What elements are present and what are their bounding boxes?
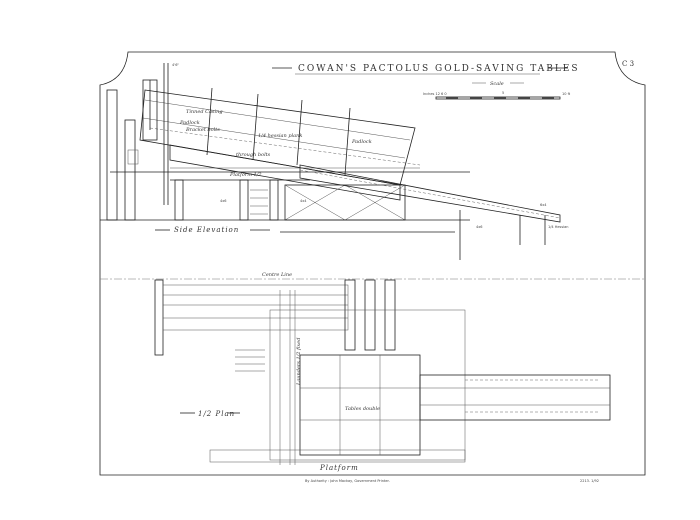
reference-number: 2213. 1/92 [580,479,599,483]
dim-label: 4'6" [172,63,179,67]
through-bolts-label: through bolts [236,152,271,158]
plan-platform-label: Platform [319,464,359,472]
scale-mid: 5 [502,91,504,95]
sheet-title: COWAN'S PACTOLUS GOLD-SAVING TABLES [298,64,580,74]
side-elevation: 4'6" Platform 1/2 4x4 4x6 [100,63,569,260]
centre-line-label: Centre Line [262,272,292,278]
tables-double-label: Tables double [345,406,380,412]
dim-label: 4x6 [476,225,483,229]
plan-heading: 1/2 Plan [198,410,235,418]
scale-label: Scale [490,81,504,87]
sheet-border [99,51,646,476]
side-elevation-heading: Side Elevation [174,226,239,234]
scale-right: 10 ft [562,92,571,96]
plank-label: 1/4 hessian plank [258,133,302,139]
padlock-label: Padlock [179,120,200,126]
half-plan: Tables double Launders 1/2 fixed Platfor… [154,279,611,472]
launder-label: Launders 1/2 fixed [296,338,302,386]
platform-label: Platform 1/2 [229,172,262,178]
dim-label: 4x6 [220,199,227,203]
dim-label: 1/4 Hessian [548,225,569,229]
imprint: By Authority : John Mackay, Government P… [305,479,390,483]
dim-label: 4x4 [300,199,307,203]
bracket-label: Bracket bolts [185,127,220,133]
padlock-label: Padlock [351,139,372,145]
scale-left: Inches 12 6 0 [423,92,447,96]
casing-label: Tinned Casing [186,109,223,115]
scale-bar [435,96,561,100]
sheet-code: C 3 [622,60,634,68]
dim-label: 6x4 [540,203,547,207]
